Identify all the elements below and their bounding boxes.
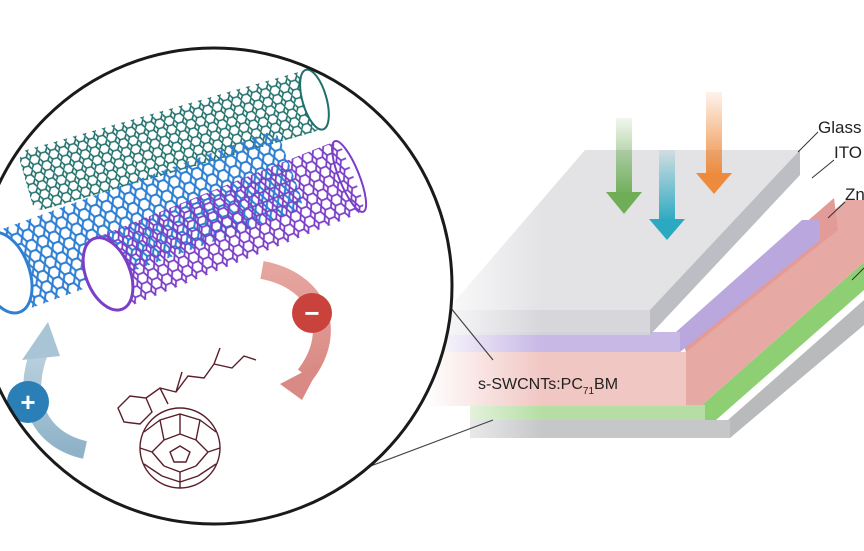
pcbm-molecule [117, 347, 257, 489]
active-layer-label: s-SWCNTs:PC71BM [478, 376, 618, 397]
orange-light-arrow [696, 92, 732, 194]
hole-symbol: + [20, 387, 35, 417]
magnifier-border [0, 46, 454, 526]
device-stack: s-SWCNTs:PC71BM Glass ITO Zn [425, 118, 864, 450]
glass-leader [797, 131, 819, 153]
side-chain [145, 347, 257, 405]
ito-leader [811, 159, 835, 179]
magnifier-circle: − + [0, 46, 454, 526]
glass-side [650, 150, 800, 335]
hole-badge: + [7, 381, 49, 423]
electron-symbol: − [304, 298, 319, 328]
substrate-top [470, 300, 864, 438]
zno-label: Zn [845, 185, 864, 204]
zno-leader [827, 201, 846, 219]
electron-badge: − [292, 293, 332, 333]
teal-nanotube [19, 68, 330, 210]
cone-line-bottom [359, 419, 494, 471]
green-leader [851, 267, 864, 281]
purple-nanotube [81, 140, 368, 312]
cyan-light-arrow [649, 150, 685, 240]
phenyl-ring [117, 395, 153, 425]
active-layer-side [686, 200, 864, 405]
light-arrows [606, 92, 732, 240]
ito-label: ITO [834, 143, 862, 162]
glass-label: Glass [818, 118, 861, 137]
device-fade [425, 140, 685, 450]
green-light-arrow [606, 118, 642, 214]
green-layer [470, 262, 864, 420]
